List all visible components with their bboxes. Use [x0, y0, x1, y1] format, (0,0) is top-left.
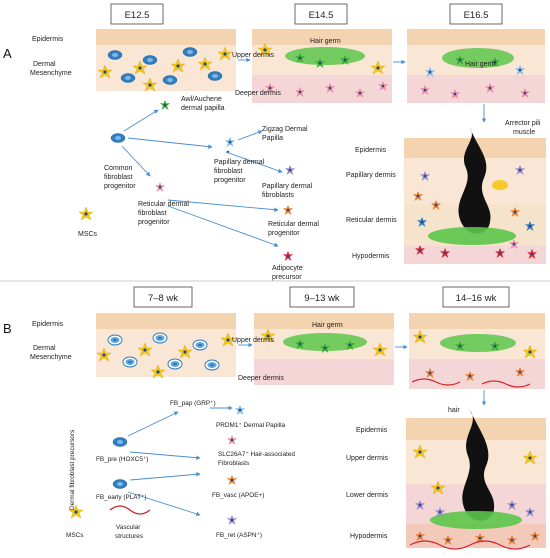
- skin-strip-b2: [254, 313, 394, 385]
- b-section-upper: Upper dermis: [346, 455, 389, 462]
- mscs-label-b: MSCs: [66, 532, 83, 539]
- reticular-progenitor-cell: [155, 182, 165, 192]
- b-hair-label: hair: [448, 407, 460, 414]
- awl-dp-label-2: dermal papilla: [181, 105, 225, 112]
- fb-early-cell: [112, 479, 128, 489]
- panel-b-letter: B: [3, 321, 12, 336]
- reticular-progenitor-left-2: fibroblast: [138, 210, 166, 217]
- reticular-progenitor-left-3: progenitor: [138, 219, 170, 226]
- common-label-3: progenitor: [104, 183, 136, 190]
- reticular-progenitor-right-2: progenitor: [268, 230, 300, 237]
- lineage-tree-a: [78, 100, 295, 261]
- a-epidermis-label: Epidermis: [32, 36, 64, 43]
- stage-box-b3: [442, 286, 510, 308]
- zigzag-label-2: Papilla: [262, 135, 283, 142]
- papillary-fb-label-1: Papillary dermal: [262, 183, 313, 190]
- stage-box-b1: [133, 286, 193, 308]
- papillary-progenitor-label-3: progenitor: [214, 177, 246, 184]
- stage-label-b2: 9–13 wk: [304, 293, 340, 304]
- common-label-2: fibroblast: [104, 174, 132, 181]
- skin-strip-a3: [407, 29, 545, 103]
- reticular-dermal-progenitor-cell: [283, 205, 293, 215]
- adipocyte-label-1: Adipocyte: [272, 265, 303, 272]
- skin-strip-a1: [96, 29, 236, 92]
- fb-early-label: FB_early (PLAT⁺): [96, 494, 147, 501]
- skin-strip-b1: [96, 313, 236, 379]
- stage-box-a3: [449, 3, 503, 25]
- stage-label-b1: 7–8 wk: [148, 293, 178, 304]
- a-deeper-dermis-label: Deeper dermis: [235, 90, 281, 97]
- a-section-papillary: Papillary dermis: [346, 172, 396, 179]
- skin-section-b: [406, 410, 546, 550]
- fb-pap-label: FB_pap (GRP⁺): [170, 400, 216, 407]
- zigzag-label-1: Zigzag Dermal: [262, 126, 308, 133]
- fb-ret-cell: [227, 515, 237, 525]
- adipocyte-precursor-cell: [283, 251, 293, 261]
- adipocyte-label-2: precursor: [272, 274, 302, 281]
- slc-cell: [227, 435, 237, 445]
- stage-box-b2: [289, 286, 355, 308]
- fb-pre-label: FB_pre (HOXC5⁺): [96, 456, 148, 463]
- stage-box-a1: [110, 3, 164, 25]
- lineage-tree-b: [68, 405, 245, 525]
- arrector-label-1: Arrector pili: [505, 120, 541, 127]
- awl-dp-label-1: Awl/Auchene: [181, 96, 222, 103]
- b-section-hypodermis: Hypodermis: [350, 533, 388, 540]
- a-dermal-mesenchyme-label-2: Mesenchyme: [30, 70, 72, 77]
- papillary-progenitor-label-1: Papillary dermal: [214, 159, 265, 166]
- stage-label-a3: E16.5: [464, 10, 489, 21]
- a-dermal-mesenchyme-label-1: Dermal: [33, 61, 56, 68]
- fb-vasc-label: FB_vasc (APOE+): [212, 492, 264, 499]
- reticular-progenitor-right-1: Reticular dermal: [268, 221, 319, 228]
- b-deeper-dermis-label: Deeper dermis: [238, 375, 284, 382]
- awl-dp-cell: [160, 100, 170, 110]
- slc-label-1: SLC26A7⁺ Hair-associated: [218, 451, 295, 458]
- b-section-epidermis: Epidermis: [356, 427, 388, 434]
- arrector-label-2: muscle: [513, 129, 535, 136]
- fb-ret-label: FB_ret (ASPN⁺): [216, 532, 262, 539]
- a-section-reticular: Reticular dermis: [346, 217, 397, 224]
- msc-cell-a: [78, 206, 94, 221]
- papillary-fibroblast-cell: [285, 165, 295, 175]
- stage-label-a2: E14.5: [309, 10, 334, 21]
- vascular-label-1: Vascular: [116, 524, 141, 531]
- b-section-lower: Lower dermis: [346, 492, 389, 499]
- papillary-fb-label-2: fibroblasts: [262, 192, 294, 199]
- common-label-1: Common: [104, 165, 133, 172]
- skin-strip-a2: [252, 29, 392, 103]
- prdm1-label: PRDM1⁺ Dermal Papilla: [216, 422, 286, 429]
- skin-section-a: [404, 128, 546, 264]
- mscs-label-a: MSCs: [78, 231, 98, 238]
- b-dermal-mesenchyme-label-1: Dermal: [33, 345, 56, 352]
- fb-vasc-cell: [227, 475, 237, 485]
- papillary-progenitor-label-2: fibroblast: [214, 168, 242, 175]
- vascular-label-2: structures: [115, 533, 143, 540]
- slc-label-2: Fibroblasts: [218, 460, 249, 467]
- b-epidermis-label: Epidermis: [32, 321, 64, 328]
- b-upper-dermis-label: Upper dermis: [232, 337, 275, 344]
- side-label: Dermal fibroblast precursors: [69, 430, 76, 510]
- stage-label-a1: E12.5: [125, 10, 150, 21]
- zigzag-dp-cell: [225, 137, 235, 147]
- common-progenitor-cell: [110, 133, 126, 143]
- reticular-progenitor-left-1: Reticular dermal: [138, 201, 189, 208]
- a-upper-dermis-label: Upper dermis: [232, 52, 275, 59]
- vascular-line: [109, 505, 151, 515]
- stage-label-b3: 14–16 wk: [456, 293, 497, 304]
- stage-box-a2: [294, 3, 348, 25]
- b-dermal-mesenchyme-label-2: Mesenchyme: [30, 354, 72, 361]
- a-hair-germ-label-2: Hair germ: [465, 61, 496, 68]
- a-section-hypodermis: Hypodermis: [352, 253, 390, 260]
- a-hair-germ-label-1: Hair germ: [310, 38, 341, 45]
- panel-a-letter: A: [3, 46, 12, 61]
- prdm1-cell: [235, 405, 245, 415]
- b-hair-germ-label: Hair germ: [312, 322, 343, 329]
- fb-pre-cell: [112, 437, 128, 447]
- skin-strip-b3: [409, 313, 545, 389]
- a-section-epidermis: Epidermis: [355, 147, 387, 154]
